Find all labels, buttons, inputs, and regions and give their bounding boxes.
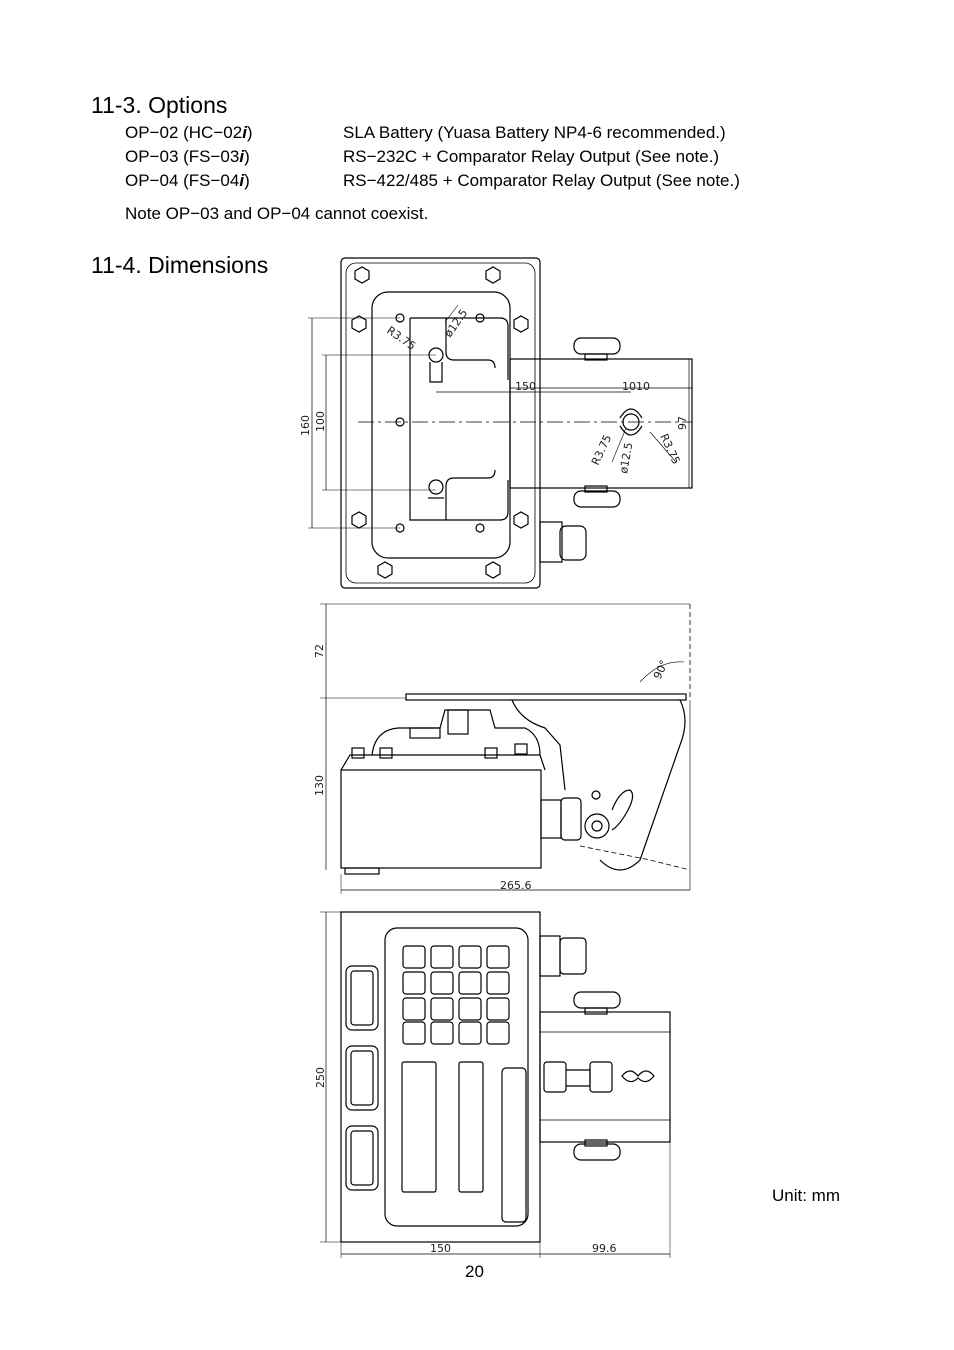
dim-250: 250 <box>314 1067 327 1088</box>
top-view-drawing <box>308 257 693 589</box>
dim-150-front: 150 <box>430 1242 451 1255</box>
dim-265-6: 265.6 <box>500 879 532 892</box>
unit-label: Unit: mm <box>772 1186 840 1205</box>
option-code: OP−04 (FS−04i) <box>125 171 250 190</box>
dim-90deg: 90° <box>651 658 671 681</box>
option-description: RS−232C + Comparator Relay Output (See n… <box>343 147 720 166</box>
option-code: OP−03 (FS−03i) <box>125 147 250 166</box>
dim-dia125-b: ø12.5 <box>617 442 635 475</box>
dim-r375-b: R3.75 <box>589 433 614 468</box>
dim-72: 72 <box>313 644 326 658</box>
option-note: Note OP−03 and OP−04 cannot coexist. <box>125 204 429 223</box>
dim-130: 130 <box>313 775 326 796</box>
front-view-drawing <box>320 911 671 1258</box>
option-row: OP−04 (FS−04i) RS−422/485 + Comparator R… <box>125 171 825 193</box>
side-view-drawing <box>320 603 691 894</box>
option-row: OP−03 (FS−03i) RS−232C + Comparator Rela… <box>125 147 825 169</box>
option-row: OP−02 (HC−02i) SLA Battery (Yuasa Batter… <box>125 123 825 145</box>
dim-10b: 10 <box>636 380 650 393</box>
option-description: RS−422/485 + Comparator Relay Output (Se… <box>343 171 740 190</box>
dim-10a: 10 <box>622 380 636 393</box>
dim-r375-c: R3.75 <box>657 432 682 467</box>
dim-160: 160 <box>299 415 312 436</box>
page-number: 20 <box>465 1262 484 1281</box>
dim-150-top: 150 <box>515 380 536 393</box>
dimensions-heading: 11-4. Dimensions <box>91 252 269 278</box>
dim-100: 100 <box>314 411 327 432</box>
option-description: SLA Battery (Yuasa Battery NP4-6 recomme… <box>343 123 726 142</box>
option-code: OP−02 (HC−02i) <box>125 123 253 142</box>
dim-97: 97 <box>676 416 689 430</box>
dim-r375-a: R3.75 <box>384 324 418 353</box>
dim-99-6: 99.6 <box>592 1242 617 1255</box>
options-heading: 11-3. Options <box>91 92 228 118</box>
